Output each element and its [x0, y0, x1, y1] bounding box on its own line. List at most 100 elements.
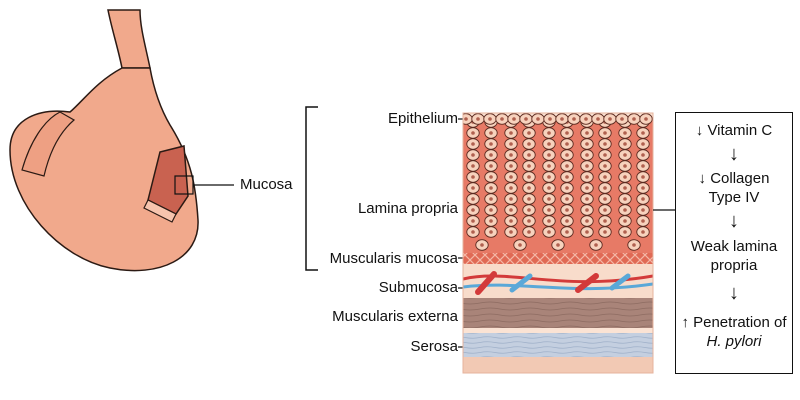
cell-nucleus: [565, 186, 569, 190]
cell-nucleus: [489, 230, 493, 234]
cell-nucleus: [509, 219, 513, 223]
epithelial-glands: [463, 113, 653, 251]
blood-vessels: [463, 271, 653, 295]
cell-nucleus: [489, 186, 493, 190]
tissue-section: [463, 113, 653, 373]
cell-nucleus: [471, 131, 475, 135]
flow-step-collagen-line1: ↓ Collagen: [698, 170, 770, 187]
cell-nucleus: [585, 186, 589, 190]
cell-nucleus: [489, 142, 493, 146]
cell-nucleus: [603, 230, 607, 234]
cell-nucleus: [603, 186, 607, 190]
cell-nucleus: [585, 175, 589, 179]
cell-nucleus: [632, 243, 636, 247]
cell-nucleus: [527, 142, 531, 146]
cell-nucleus: [623, 142, 627, 146]
cell-nucleus: [623, 219, 627, 223]
cell-nucleus: [509, 230, 513, 234]
muscularis-externa-layer: [463, 298, 653, 328]
cell-nucleus: [547, 197, 551, 201]
cell-nucleus: [585, 197, 589, 201]
cell-nucleus: [641, 175, 645, 179]
down-arrow-icon: ↓: [729, 210, 739, 232]
cell-nucleus: [565, 142, 569, 146]
duodenum: [21, 111, 76, 177]
cell-nucleus: [509, 175, 513, 179]
cell-nucleus: [489, 208, 493, 212]
serosa-outer-border: [463, 357, 653, 373]
cell-nucleus: [596, 117, 600, 121]
cell-nucleus: [585, 142, 589, 146]
mucosa-bracket: [305, 106, 318, 271]
cell-nucleus: [547, 175, 551, 179]
down-arrow-icon: ↓: [729, 143, 739, 165]
cell-nucleus: [500, 117, 504, 121]
cell-nucleus: [603, 175, 607, 179]
cell-nucleus: [527, 175, 531, 179]
cell-nucleus: [489, 219, 493, 223]
cell-nucleus: [584, 117, 588, 121]
cell-nucleus: [641, 153, 645, 157]
cell-nucleus: [547, 131, 551, 135]
cell-nucleus: [603, 197, 607, 201]
flow-step-h-pylori: H. pylori: [706, 333, 762, 350]
cell-nucleus: [471, 153, 475, 157]
cell-nucleus: [603, 219, 607, 223]
muscularis-mucosa-layer: [463, 253, 653, 264]
cell-nucleus: [471, 197, 475, 201]
cell-nucleus: [464, 117, 468, 121]
cell-nucleus: [548, 117, 552, 121]
cell-nucleus: [603, 131, 607, 135]
cell-nucleus: [527, 131, 531, 135]
label-lamina-propria: Lamina propria: [357, 200, 458, 217]
cell-nucleus: [509, 208, 513, 212]
flow-step-penetration-line1: ↑ Penetration of: [681, 314, 787, 331]
cell-nucleus: [603, 208, 607, 212]
cell-nucleus: [565, 230, 569, 234]
cell-nucleus: [608, 117, 612, 121]
cell-nucleus: [560, 117, 564, 121]
flow-step-collagen-line2: Type IV: [708, 189, 760, 206]
cell-nucleus: [527, 153, 531, 157]
cell-nucleus: [565, 197, 569, 201]
cell-nucleus: [565, 153, 569, 157]
cell-nucleus: [623, 175, 627, 179]
cell-nucleus: [489, 197, 493, 201]
cell-nucleus: [641, 197, 645, 201]
cell-nucleus: [480, 243, 484, 247]
cell-nucleus: [471, 186, 475, 190]
cell-nucleus: [641, 230, 645, 234]
cell-nucleus: [547, 230, 551, 234]
cell-nucleus: [585, 230, 589, 234]
cell-nucleus: [585, 164, 589, 168]
cell-nucleus: [565, 219, 569, 223]
cell-nucleus: [572, 117, 576, 121]
cell-nucleus: [547, 153, 551, 157]
cell-nucleus: [556, 243, 560, 247]
cell-nucleus: [509, 142, 513, 146]
label-serosa: Serosa: [410, 338, 458, 355]
cell-nucleus: [632, 117, 636, 121]
cell-nucleus: [641, 131, 645, 135]
cell-nucleus: [585, 208, 589, 212]
cell-nucleus: [644, 117, 648, 121]
stomach-illustration: [9, 9, 234, 272]
label-muscularis-mucosa: Muscularis mucosa: [329, 250, 458, 267]
cell-nucleus: [641, 186, 645, 190]
cell-nucleus: [471, 175, 475, 179]
cell-nucleus: [603, 153, 607, 157]
down-arrow-icon: ↓: [729, 282, 739, 304]
label-epithelium: Epithelium: [387, 110, 458, 127]
label-muscularis-externa: Muscularis externa: [332, 308, 458, 325]
label-mucosa: Mucosa: [240, 176, 293, 193]
cell-nucleus: [585, 131, 589, 135]
cell-nucleus: [594, 243, 598, 247]
cell-nucleus: [641, 142, 645, 146]
flow-step-vitamin-c: ↓ Vitamin C: [695, 122, 773, 139]
cell-nucleus: [509, 186, 513, 190]
cell-nucleus: [527, 186, 531, 190]
cell-nucleus: [471, 230, 475, 234]
cell-nucleus: [476, 117, 480, 121]
cell-nucleus: [623, 197, 627, 201]
